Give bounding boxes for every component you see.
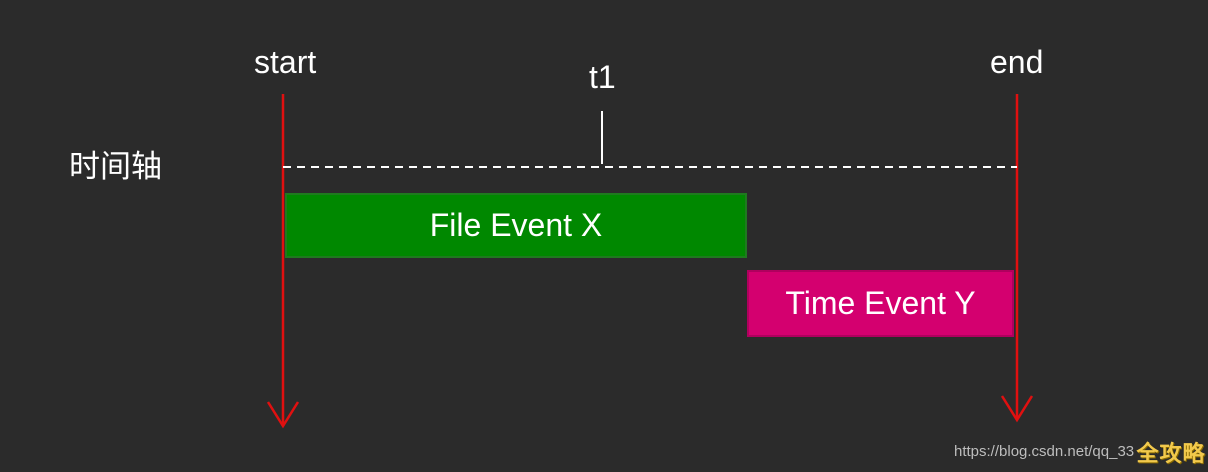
file-event-x-block: File Event X [285, 193, 747, 258]
t1-label: t1 [589, 59, 616, 95]
end-arrow [1000, 94, 1034, 423]
start-arrow [266, 94, 300, 429]
end-label: end [990, 44, 1044, 80]
watermark-url: https://blog.csdn.net/qq_33 [954, 443, 1135, 460]
axis-label: 时间轴 [69, 149, 162, 184]
time-event-y-block: Time Event Y [747, 270, 1014, 337]
watermark-logo: 全攻略 [1136, 442, 1206, 467]
start-label: start [254, 44, 317, 80]
